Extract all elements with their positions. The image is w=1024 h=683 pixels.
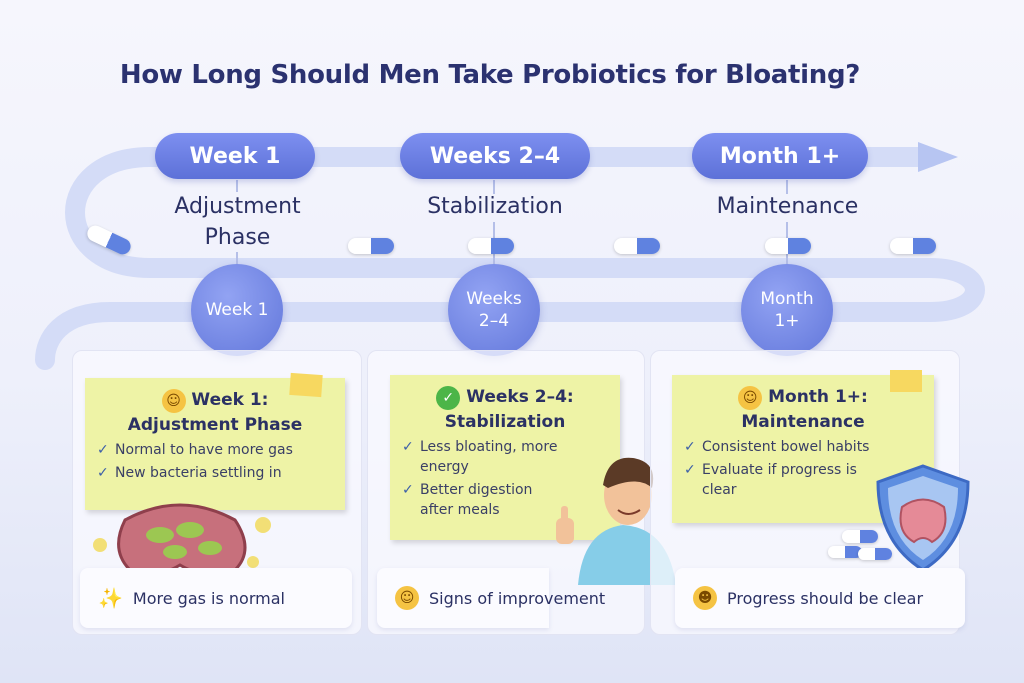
tape-icon (890, 370, 922, 392)
smiley-icon: ☺ (161, 389, 186, 413)
grin-icon: ☻ (693, 586, 717, 610)
phase-label-stabilization: Stabilization (427, 194, 563, 219)
timeline-pill-weeks-2-4: Weeks 2–4 (400, 133, 590, 179)
capsule-icon (842, 530, 878, 543)
footer-weeks-2-4: ☺ Signs of improvement (377, 568, 605, 628)
list-item: Better digestion after meals (402, 480, 552, 520)
phase-label-maintenance: Maintenance (716, 194, 859, 219)
footer-month-1: ☻ Progress should be clear (675, 568, 965, 628)
circle-weeks-2-4: Weeks 2–4 (448, 264, 540, 356)
capsule-icon (348, 238, 394, 254)
smiley-icon: ☺ (395, 586, 419, 610)
phase-label-adjustment: Adjustment Phase (174, 194, 301, 250)
capsule-icon (765, 238, 811, 254)
sticky-note-week-1: ☺ Week 1: Adjustment Phase Normal to hav… (85, 378, 345, 510)
note-heading: Weeks 2–4: (466, 387, 574, 407)
list-item: Evaluate if progress is clear (684, 460, 864, 500)
capsule-icon (468, 238, 514, 254)
list-item: Consistent bowel habits (684, 437, 922, 457)
arrow-head-icon (918, 142, 958, 172)
list-item: New bacteria settling in (97, 463, 333, 483)
sticky-note-weeks-2-4: ✓ Weeks 2–4: Stabilization Less bloating… (390, 375, 620, 540)
note-heading: Week 1: (191, 390, 269, 410)
note-heading: Maintenance (741, 412, 865, 432)
shield-gut-icon (876, 464, 970, 572)
smiley-icon: ☺ (738, 386, 763, 410)
footer-week-1: ✨ More gas is normal (80, 568, 352, 628)
timeline-pill-month-1: Month 1+ (692, 133, 868, 179)
page-title: How Long Should Men Take Probiotics for … (119, 60, 861, 90)
footer-text: More gas is normal (132, 588, 285, 608)
capsule-icon (614, 238, 660, 254)
footer-text: Signs of improvement (429, 588, 606, 608)
timeline-pill-week-1: Week 1 (155, 133, 315, 179)
capsule-icon (890, 238, 936, 254)
note-heading: Month 1+: (768, 387, 868, 407)
list-item: Normal to have more gas (97, 440, 333, 460)
capsule-icon (828, 546, 862, 558)
tape-icon (289, 372, 323, 398)
checkmark-icon: ✓ (436, 386, 461, 410)
note-heading: Stabilization (444, 412, 566, 432)
note-heading: Adjustment Phase (127, 415, 303, 435)
circle-month-1: Month 1+ (741, 264, 833, 356)
sparkles-icon: ✨ (98, 586, 123, 610)
footer-text: Progress should be clear (727, 588, 924, 608)
list-item: Less bloating, more energy (402, 437, 572, 477)
circle-week-1: Week 1 (191, 264, 283, 356)
capsule-icon (858, 548, 892, 560)
